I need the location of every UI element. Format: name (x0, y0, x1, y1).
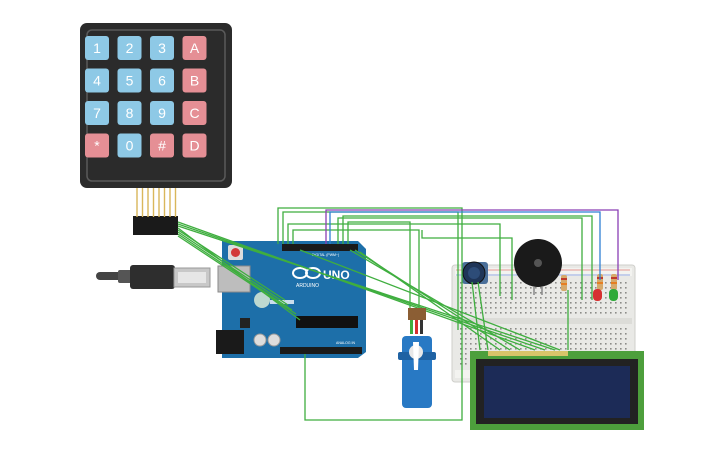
keypad-key-B[interactable]: B (182, 68, 207, 93)
keypad-key-label: # (158, 138, 166, 154)
digital-label: DIGITAL (PWM~) (312, 253, 339, 257)
keypad-key-label: A (190, 40, 200, 56)
keypad-key-D[interactable]: D (182, 133, 207, 158)
keypad-key-C[interactable]: C (182, 101, 207, 125)
keypad-connector (133, 216, 178, 235)
keypad-key-3[interactable]: 3 (150, 36, 174, 60)
keypad-keys[interactable]: 1 2 3 A 4 5 6 B 7 8 9 C * 0 # D (85, 36, 207, 158)
keypad-key-#[interactable]: # (150, 133, 174, 158)
keypad-key-label: D (189, 138, 199, 154)
keypad-pins (136, 188, 177, 217)
keypad-key-label: 5 (126, 73, 134, 89)
wires[interactable] (177, 207, 619, 421)
keypad-key-label: B (190, 73, 199, 89)
board-brand-label: ARDUINO (296, 283, 319, 289)
keypad-key-*[interactable]: * (85, 133, 109, 158)
keypad-key-5[interactable]: 5 (117, 68, 142, 93)
lcd-16x2[interactable] (470, 351, 644, 430)
lcd-screen (484, 366, 630, 418)
keypad-key-label: 0 (126, 138, 134, 154)
keypad-key-2[interactable]: 2 (117, 36, 142, 60)
keypad-key-6[interactable]: 6 (150, 68, 174, 93)
keypad-key-label: * (94, 138, 100, 154)
keypad-key-label: 3 (158, 40, 166, 56)
keypad-key-label: 4 (93, 73, 101, 89)
usb-cable[interactable] (96, 265, 211, 289)
keypad-key-label: C (189, 105, 199, 121)
keypad-key-8[interactable]: 8 (117, 101, 142, 125)
keypad-key-1[interactable]: 1 (85, 36, 109, 60)
servo-motor[interactable] (398, 308, 436, 408)
keypad-key-4[interactable]: 4 (85, 68, 109, 93)
keypad-key-label: 7 (93, 105, 101, 121)
keypad-key-label: 9 (158, 105, 166, 121)
arduino-uno[interactable]: UNO ARDUINO DIGITAL (PWM~) ANALOG IN (216, 241, 366, 358)
keypad-key-9[interactable]: 9 (150, 101, 174, 125)
piezo-buzzer[interactable] (514, 239, 562, 295)
keypad-key-0[interactable]: 0 (117, 133, 142, 158)
digital-header[interactable] (282, 244, 358, 251)
keypad-key-label: 6 (158, 73, 166, 89)
keypad-key-7[interactable]: 7 (85, 101, 109, 125)
analog-power-header[interactable] (280, 347, 362, 354)
keypad-4x4[interactable]: 1 2 3 A 4 5 6 B 7 8 9 C * 0 # D (80, 23, 232, 235)
keypad-key-label: 1 (93, 40, 101, 56)
power-jack (216, 330, 244, 354)
atmega-chip (296, 316, 358, 328)
lcd-pin-header (488, 351, 568, 356)
keypad-key-label: 8 (126, 105, 134, 121)
led-green[interactable] (609, 289, 618, 301)
led-red[interactable] (593, 289, 602, 301)
board-model-label: UNO (323, 268, 350, 282)
analog-label: ANALOG IN (336, 341, 356, 345)
potentiometer[interactable] (462, 261, 488, 285)
keypad-key-label: 2 (126, 40, 134, 56)
keypad-key-A[interactable]: A (182, 36, 207, 60)
resistor-3[interactable] (611, 274, 617, 290)
resistor-1[interactable] (561, 275, 567, 291)
